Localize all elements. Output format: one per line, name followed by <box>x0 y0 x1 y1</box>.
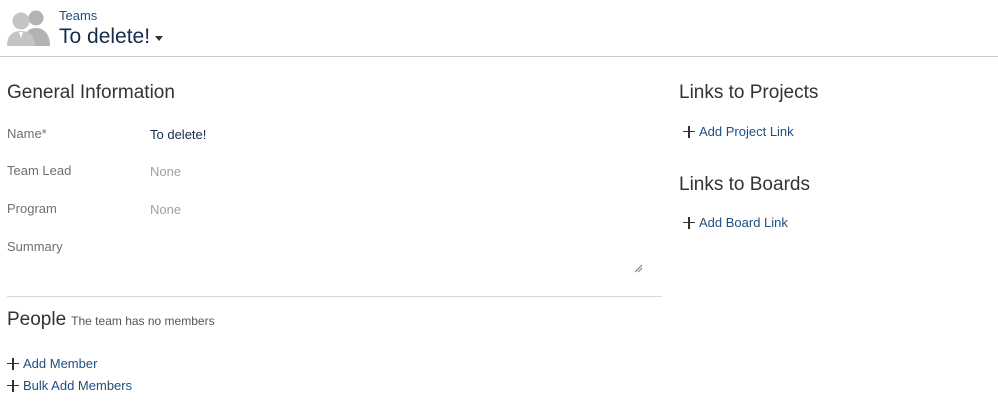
general-information-heading: General Information <box>7 82 175 103</box>
plus-icon <box>683 216 695 229</box>
summary-label: Summary <box>7 239 63 254</box>
plus-icon <box>7 379 19 392</box>
breadcrumb-teams[interactable]: Teams <box>59 8 98 23</box>
add-member-link[interactable]: Add Member <box>7 356 97 371</box>
bulk-add-members-label: Bulk Add Members <box>23 378 133 393</box>
team-avatar-icon <box>7 10 50 46</box>
people-header: People The team has no members <box>7 309 215 331</box>
people-empty-note: The team has no members <box>71 314 215 328</box>
name-field[interactable]: To delete! <box>150 127 207 142</box>
team-lead-field[interactable]: None <box>150 164 182 179</box>
name-label: Name* <box>7 126 47 141</box>
add-board-link[interactable]: Add Board Link <box>683 215 788 230</box>
page-title: To delete! <box>59 25 151 48</box>
plus-icon <box>7 357 19 370</box>
chevron-down-icon <box>155 35 164 41</box>
resize-handle-icon[interactable] <box>634 264 643 273</box>
add-board-link-label: Add Board Link <box>699 215 788 230</box>
page-header: Teams To delete! <box>0 0 998 57</box>
add-member-label: Add Member <box>23 356 98 371</box>
links-to-boards-heading: Links to Boards <box>679 174 810 195</box>
add-project-link-label: Add Project Link <box>699 124 794 139</box>
people-heading: People <box>7 309 67 330</box>
add-project-link[interactable]: Add Project Link <box>683 124 794 139</box>
links-to-projects-heading: Links to Projects <box>679 82 819 103</box>
team-lead-label: Team Lead <box>7 163 72 178</box>
bulk-add-members-link[interactable]: Bulk Add Members <box>7 378 132 393</box>
plus-icon <box>683 125 695 138</box>
team-switcher[interactable]: To delete! <box>59 25 164 49</box>
program-label: Program <box>7 201 57 216</box>
program-field[interactable]: None <box>150 202 182 217</box>
section-divider <box>7 296 662 297</box>
summary-field[interactable] <box>150 240 640 274</box>
